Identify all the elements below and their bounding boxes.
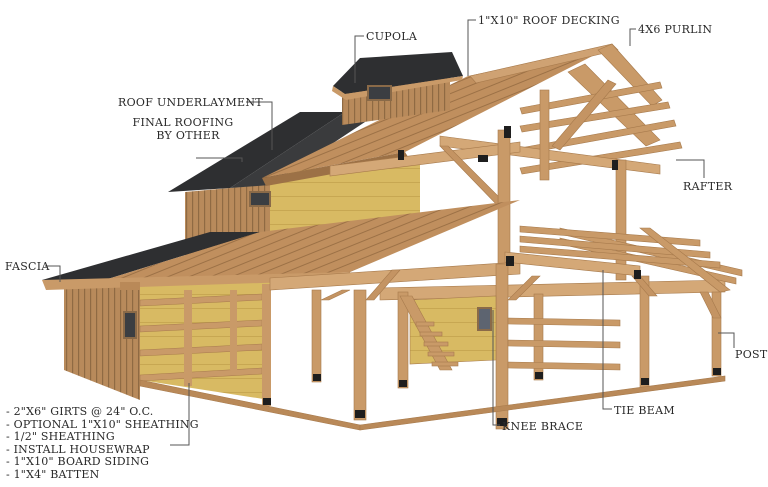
- leader-lines: [45, 19, 735, 446]
- upper-frame: [329, 43, 683, 281]
- wall-note: - 1/2" Sheathing: [6, 430, 115, 444]
- cupola: [332, 52, 463, 125]
- wall-assembly-notes: - 2"x6" Girts @ 24" O.C. - Optional 1"x1…: [6, 405, 199, 482]
- label-tie-beam: Tie Beam: [614, 404, 675, 417]
- wall-note: - Install Housewrap: [6, 442, 150, 456]
- label-fascia: Fascia: [5, 260, 50, 273]
- lower-frame: [139, 225, 743, 431]
- label-final-roofing-line1: Final Roofing: [132, 116, 234, 129]
- lower-roof: [42, 200, 520, 290]
- label-final-roofing-line2: By Other: [156, 129, 220, 142]
- label-roof-decking: 1"x10" Roof Decking: [478, 14, 620, 27]
- label-purlin: 4x6 Purlin: [638, 23, 713, 36]
- wall-note: - 1"x10" Board Siding: [6, 455, 150, 469]
- label-cupola: Cupola: [366, 30, 418, 43]
- label-rafter: Rafter: [683, 180, 733, 193]
- wall-note: - 1"x4" Batten: [6, 467, 100, 481]
- wall-note: - Optional 1"x10" Sheathing: [6, 417, 199, 431]
- label-final-roofing: Final Roofing By Other: [124, 116, 242, 142]
- wall-note: - 2"x6" Girts @ 24" O.C.: [6, 405, 154, 418]
- lower-shed: [64, 278, 271, 406]
- label-post: Post: [735, 348, 768, 361]
- label-roof-underlayment: Roof Underlayment: [118, 96, 263, 109]
- label-knee-brace: Knee Brace: [502, 420, 584, 433]
